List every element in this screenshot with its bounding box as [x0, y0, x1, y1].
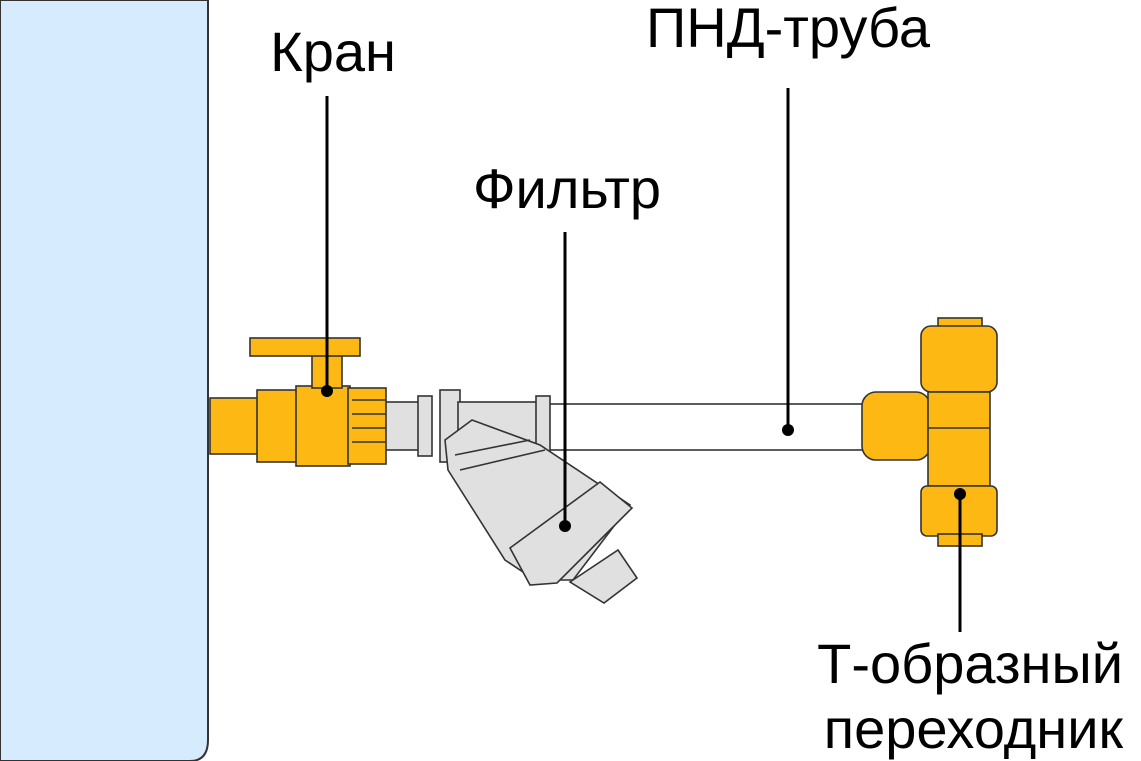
valve-wall-nipple — [209, 397, 261, 455]
filter-seam-2 — [459, 449, 546, 471]
tee-label-line1: Т-образный — [817, 632, 1123, 695]
filter-barrel-cap — [508, 480, 634, 586]
callouts — [321, 88, 966, 632]
valve-leader-dot — [321, 385, 333, 397]
wall-shape — [0, 0, 209, 761]
tee-adapter — [861, 317, 998, 547]
tee-body — [927, 391, 991, 487]
filter-barrel — [444, 419, 639, 604]
tee-label-line2: переходник — [824, 697, 1124, 760]
valve-body — [295, 385, 351, 467]
wall — [0, 0, 209, 761]
pe-pipe-body — [547, 403, 869, 451]
valve — [209, 337, 387, 467]
filter-leader-dot — [559, 520, 571, 532]
pe-pipe — [547, 403, 869, 451]
valve-left-nut — [256, 389, 300, 463]
labels: Кран ПНД-труба Фильтр Т-образный переход… — [270, 0, 1123, 760]
tee-leader-dot — [954, 488, 966, 500]
valve-handle — [249, 337, 361, 357]
filter-seam-1 — [454, 439, 531, 456]
pipe-leader-dot — [782, 424, 794, 436]
valve-label: Кран — [270, 20, 396, 83]
filter-collar-1 — [417, 395, 433, 457]
filter-label: Фильтр — [473, 157, 661, 220]
tee-side-nut — [861, 391, 931, 461]
tee-top-nut — [920, 325, 998, 393]
filter-drain-nut — [568, 548, 639, 604]
filter — [384, 389, 639, 604]
pipe-label: ПНД-труба — [646, 0, 931, 59]
